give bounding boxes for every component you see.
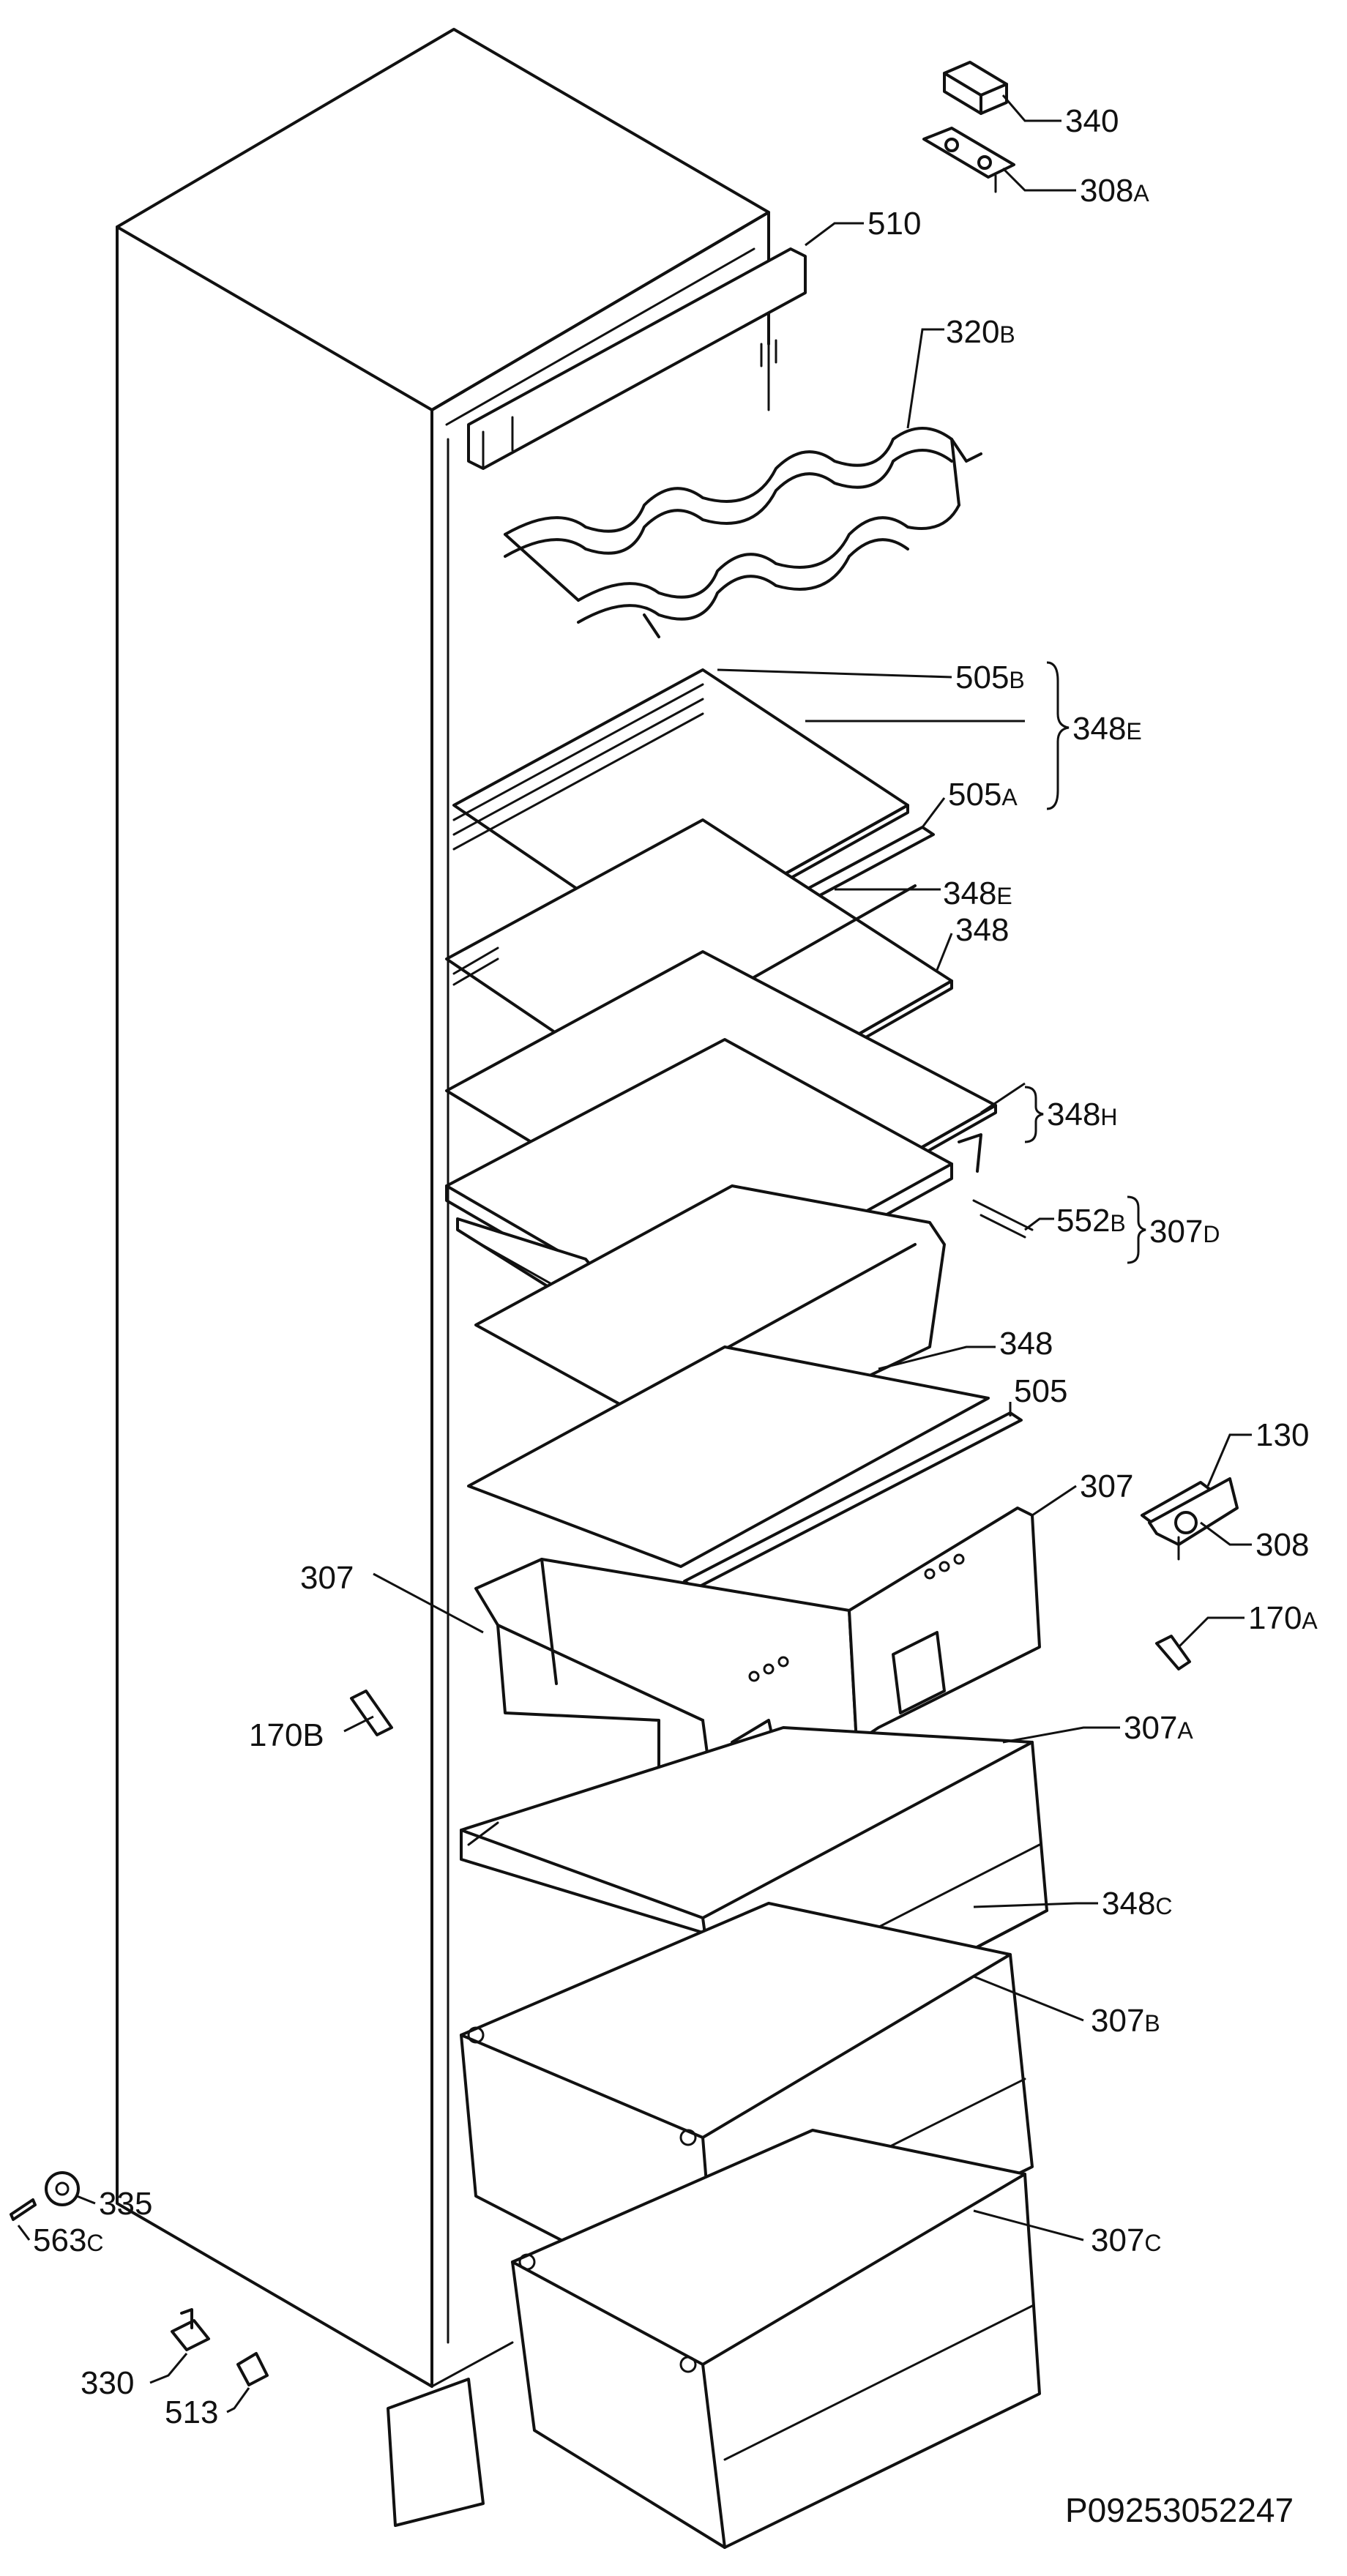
part-308A-hinge bbox=[922, 127, 1015, 193]
label-505A: 505A bbox=[948, 777, 1018, 813]
part-170A-pin bbox=[1155, 1635, 1191, 1670]
part-labels: 340 308A 510 320B 505B 348E 505A 348E 34… bbox=[33, 103, 1318, 2430]
label-563C: 563C bbox=[33, 2222, 104, 2258]
door-bottom-cover bbox=[387, 2378, 485, 2527]
label-130: 130 bbox=[1255, 1417, 1309, 1453]
part-348-shelf-2 bbox=[467, 1345, 990, 1568]
label-320B: 320B bbox=[946, 314, 1015, 350]
label-348H: 348H bbox=[1047, 1097, 1118, 1132]
cabinet-body bbox=[116, 28, 770, 2388]
document-number: P09253052247 bbox=[1065, 2491, 1294, 2529]
part-340-hinge-cover bbox=[943, 61, 1008, 115]
label-307-right: 307 bbox=[1080, 1468, 1133, 1504]
label-308A: 308A bbox=[1080, 173, 1149, 209]
label-307B: 307B bbox=[1091, 2003, 1160, 2039]
label-348-b: 348 bbox=[999, 1326, 1053, 1362]
part-307C-drawer bbox=[511, 2129, 1041, 2549]
label-307C: 307C bbox=[1091, 2222, 1162, 2258]
label-307A: 307A bbox=[1124, 1710, 1193, 1746]
label-505: 505 bbox=[1014, 1373, 1067, 1409]
label-340: 340 bbox=[1065, 103, 1119, 139]
part-320B-wine-rack bbox=[504, 427, 982, 638]
label-307-left: 307 bbox=[300, 1560, 354, 1596]
label-307D: 307D bbox=[1149, 1214, 1220, 1250]
brace-307D bbox=[1127, 1195, 1146, 1264]
part-170B-pin bbox=[350, 1690, 393, 1736]
label-348E-group: 348E bbox=[1072, 711, 1142, 747]
label-335: 335 bbox=[99, 2186, 152, 2222]
label-308: 308 bbox=[1255, 1527, 1309, 1563]
label-330: 330 bbox=[81, 2365, 134, 2401]
label-552B: 552B bbox=[1056, 1203, 1126, 1239]
part-307D-drawer-assembly bbox=[445, 1038, 1034, 1487]
part-130-308-hinge bbox=[1141, 1477, 1239, 1561]
leader-lines bbox=[17, 94, 1252, 2413]
part-307A-drawer-assembly bbox=[460, 1726, 1048, 2080]
label-513: 513 bbox=[165, 2394, 218, 2430]
part-335-563C-330-513 bbox=[10, 2171, 269, 2386]
label-510: 510 bbox=[867, 206, 921, 242]
label-170A: 170A bbox=[1248, 1600, 1318, 1636]
part-510-top-strip bbox=[467, 247, 807, 470]
label-170B: 170B bbox=[249, 1717, 324, 1753]
label-505B: 505B bbox=[955, 660, 1025, 695]
brace-348H bbox=[1024, 1086, 1044, 1143]
label-348E: 348E bbox=[943, 876, 1012, 911]
label-348C: 348C bbox=[1102, 1886, 1173, 1922]
brace-348E bbox=[1046, 661, 1070, 810]
label-348-a: 348 bbox=[955, 912, 1009, 948]
